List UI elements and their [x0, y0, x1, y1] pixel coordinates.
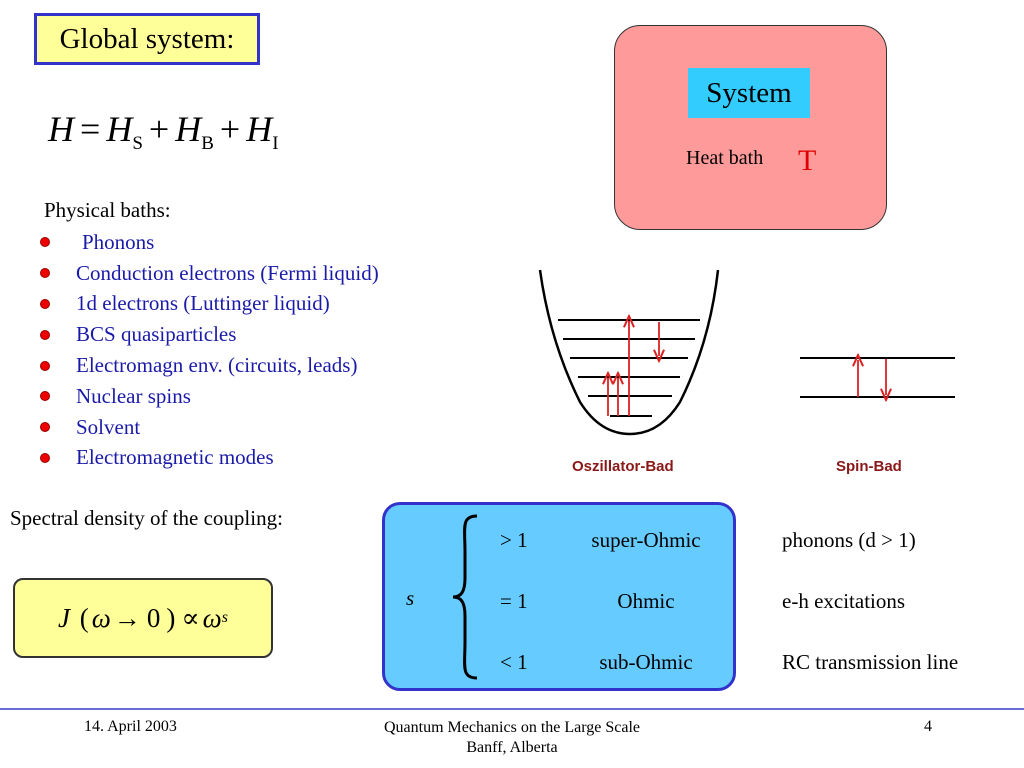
hamiltonian-term-bath: HB — [175, 109, 214, 154]
case-name: sub-Ohmic — [599, 650, 693, 674]
bullet-icon — [40, 391, 50, 402]
footer-conference: Quantum Mechanics on the Large Scale Ban… — [383, 719, 641, 756]
heat-bath-box — [614, 25, 887, 230]
list-item: Phonons — [40, 227, 379, 258]
bullet-icon — [40, 452, 50, 463]
oscillator-potential — [538, 269, 720, 436]
hamiltonian-term-interaction: HI — [246, 109, 279, 154]
plus-sign: + — [219, 109, 241, 149]
case-name: super-Ohmic — [591, 528, 701, 552]
case-example: RC transmission line — [782, 650, 959, 674]
equals-sign: = — [80, 109, 101, 149]
case-example: phonons (d > 1) — [782, 528, 916, 552]
case-relation: > 1 — [500, 528, 528, 552]
spin-bath-caption: Spin-Bad — [836, 458, 902, 475]
spin-levels — [800, 358, 955, 397]
system-label: System — [688, 68, 810, 118]
footer-date: 14. April 2003 — [84, 718, 177, 735]
list-item: 1d electrons (Luttinger liquid) — [40, 289, 379, 320]
list-item: Solvent — [40, 412, 379, 443]
list-item: BCS quasiparticles — [40, 319, 379, 350]
case-name: Ohmic — [617, 589, 675, 613]
bath-list: Phonons Conduction electrons (Fermi liqu… — [40, 227, 379, 473]
bullet-icon — [40, 237, 50, 248]
list-item: Electromagn env. (circuits, leads) — [40, 350, 379, 381]
coupling-cases-box — [382, 502, 736, 691]
slide-title: Global system: — [34, 13, 260, 65]
case-relation: < 1 — [500, 650, 528, 674]
bath-diagram — [538, 269, 955, 436]
exponent-variable: s — [406, 586, 415, 610]
bullet-icon — [40, 360, 50, 371]
list-item: Electromagnetic modes — [40, 443, 379, 474]
plus-sign: + — [148, 109, 170, 149]
heat-bath-label: Heat bath — [686, 147, 764, 169]
curly-brace-icon — [452, 514, 478, 680]
baths-heading: Physical baths: — [44, 198, 171, 222]
oscillator-bath-caption: Oszillator-Bad — [572, 458, 674, 475]
page-number: 4 — [924, 718, 932, 735]
case-relation: = 1 — [500, 589, 528, 613]
hamiltonian-lhs: H — [48, 109, 74, 149]
bullet-icon — [40, 329, 50, 340]
hamiltonian-equation: H=HS+HB+HI — [48, 108, 279, 155]
slide-title-text: Global system: — [59, 22, 235, 55]
spectral-heading: Spectral density of the coupling: — [10, 506, 283, 530]
temperature-symbol: T — [798, 144, 817, 177]
case-example: e-h excitations — [782, 589, 906, 613]
list-item: Conduction electrons (Fermi liquid) — [40, 258, 379, 289]
footer-divider — [0, 708, 1024, 710]
list-item: Nuclear spins — [40, 381, 379, 412]
bullet-icon — [40, 422, 50, 433]
bullet-icon — [40, 268, 50, 279]
bullet-icon — [40, 298, 50, 309]
hamiltonian-term-system: HS — [106, 109, 143, 154]
